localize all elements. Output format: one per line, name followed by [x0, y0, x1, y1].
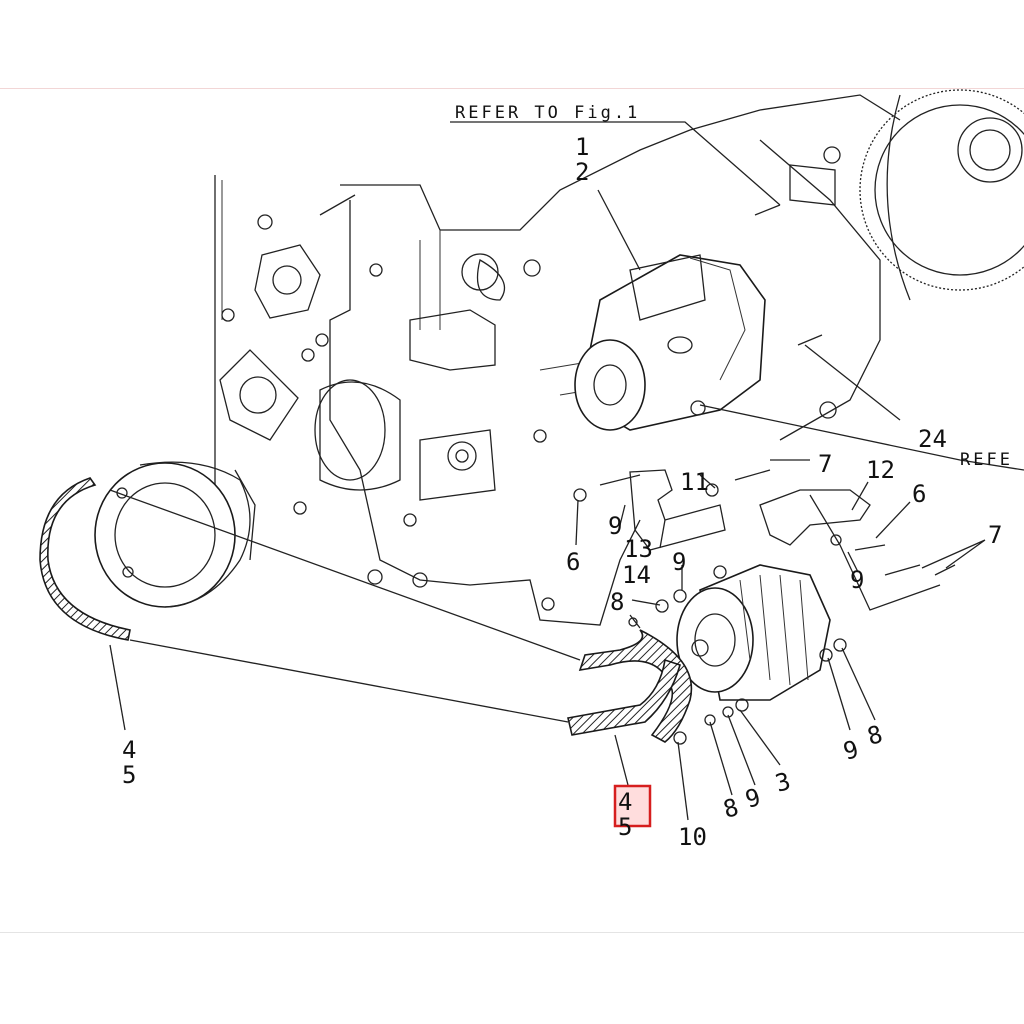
callout-12: 12 — [866, 456, 895, 484]
flywheel — [859, 89, 1024, 301]
callout-10: 10 — [678, 823, 707, 851]
callout-5-left: 5 — [122, 761, 136, 789]
alternator — [628, 564, 847, 745]
callout-7-a: 7 — [818, 450, 832, 478]
callout-5-selected: 5 — [618, 813, 632, 841]
leader-lines — [109, 121, 1024, 821]
refer-fig1-label: REFER TO Fig.1 — [455, 103, 640, 123]
callout-8-a: 8 — [610, 588, 624, 616]
callout-9-a: 9 — [608, 512, 622, 540]
callout-6-a: 6 — [566, 548, 580, 576]
callout-14: 14 — [622, 561, 651, 589]
callout-1: 1 — [575, 133, 589, 161]
callout-4-selected: 4 — [618, 788, 632, 816]
callout-13: 13 — [624, 535, 653, 563]
selected-callout-highlight — [613, 784, 652, 828]
top-divider — [0, 88, 1024, 89]
crank-pulley — [94, 461, 256, 608]
callout-3: 3 — [772, 767, 793, 798]
callout-6-b: 6 — [912, 480, 926, 508]
engine-block — [214, 94, 901, 626]
callout-9-e: 9 — [840, 735, 861, 766]
callout-8-c: 8 — [864, 720, 885, 751]
callout-9-c: 9 — [850, 566, 864, 594]
callout-9-d: 9 — [742, 783, 763, 814]
callout-4-left: 4 — [122, 736, 136, 764]
callout-24: 24 — [918, 425, 947, 453]
v-belt-selected[interactable] — [567, 629, 693, 743]
refer-right-label: REFE — [960, 450, 1013, 470]
bottom-divider — [0, 932, 1024, 933]
callout-7-b: 7 — [988, 521, 1002, 549]
callout-11: 11 — [680, 468, 709, 496]
cover-plates — [219, 164, 836, 441]
callouts: REFER TO Fig.1 REFE 1 2 3 4 5 4 5 6 6 7 … — [122, 103, 1013, 851]
v-belt-left — [39, 477, 131, 641]
starter-motor — [574, 254, 766, 431]
callout-9-b: 9 — [672, 548, 686, 576]
alternator-brackets — [573, 469, 956, 613]
callout-8-b: 8 — [720, 793, 741, 824]
callout-2: 2 — [575, 158, 589, 186]
